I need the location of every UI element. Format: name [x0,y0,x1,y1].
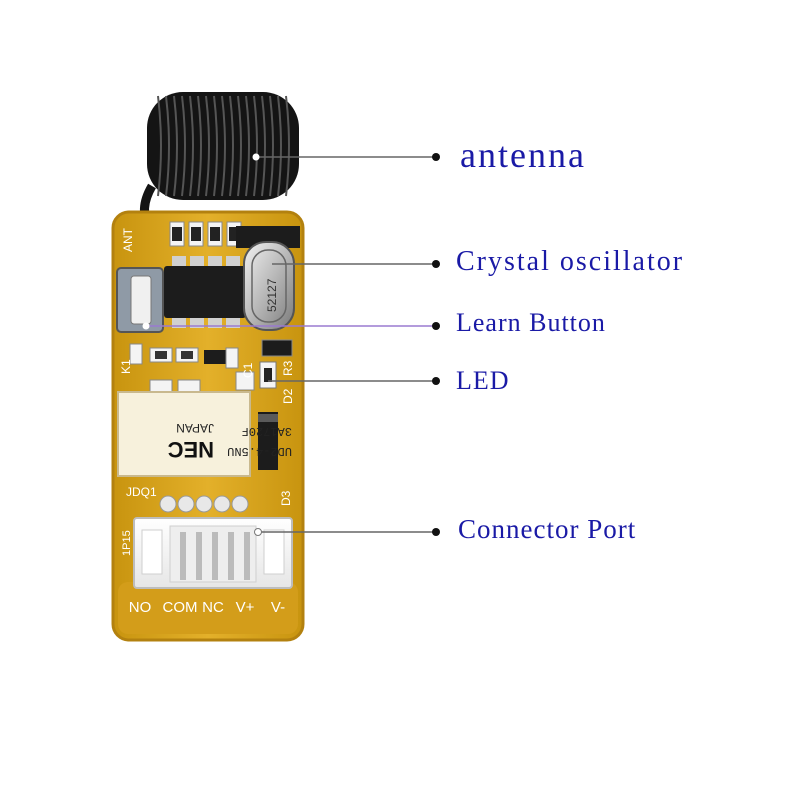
ic-chip [164,256,246,328]
anchor-learn [142,322,150,330]
coil-winding [197,95,202,197]
silk-d3: D3 [279,490,293,506]
bullet-crystal [432,260,440,268]
bullet-antenna [432,153,440,161]
coil-winding [253,95,258,197]
relay-origin: JAPAN [176,421,214,435]
silk-k1: K1 [119,359,133,374]
silk-d2: D2 [281,388,295,404]
pin-label: NC [202,599,224,616]
diode [258,412,278,470]
coil-winding [245,95,250,197]
antenna-coil [140,92,299,231]
label-led: LED [456,366,510,395]
label-connector-port: Connector Port [458,514,637,544]
bullet-connector [432,528,440,536]
coil-winding [205,95,210,197]
coil-winding [165,95,170,197]
coil-winding [269,95,274,197]
led [259,361,277,389]
crystal-marking: 52127 [265,278,279,312]
learn-button [116,267,164,333]
silk-ant: ANT [121,227,135,252]
pin-label: V+ [236,599,255,616]
connector-port [133,517,293,589]
relay-brand: NEC [167,437,214,462]
coil-winding [189,95,194,197]
silk-r3: R3 [281,360,295,376]
anchor-antenna [252,153,260,161]
crystal-oscillator: 52127 [236,226,300,331]
silk-1p15: 1P15 [121,530,133,556]
coil-winding [213,95,218,197]
coil-winding [285,95,290,197]
relay: NEC JAPAN UD2-4.5NU 3A1720F [117,391,292,477]
pin-label: NO [129,599,152,616]
relay-code: 3A1720F [242,424,292,438]
coil-winding [157,95,162,197]
relay-model: UD2-4.5NU [227,444,292,458]
coil-winding [229,95,234,197]
coil-winding [181,95,186,197]
anchor-connector [254,528,262,536]
solder-pads [159,495,249,513]
bullet-led [432,377,440,385]
label-antenna: antenna [460,135,586,175]
coil-winding [261,95,266,197]
coil-winding [237,95,242,197]
pin-label: COM [163,599,198,616]
silk-c1: C1 [241,362,255,378]
coil-winding [221,95,226,197]
coil-winding [173,95,178,197]
label-learn-button: Learn Button [456,308,606,337]
coil-winding [277,95,282,197]
silk-jdq: JDQ1 [126,485,157,499]
smd-resistors-top [169,221,242,247]
bullet-learn [432,322,440,330]
pin-label: V- [271,599,285,616]
label-crystal-oscillator: Crystal oscillator [456,246,685,277]
